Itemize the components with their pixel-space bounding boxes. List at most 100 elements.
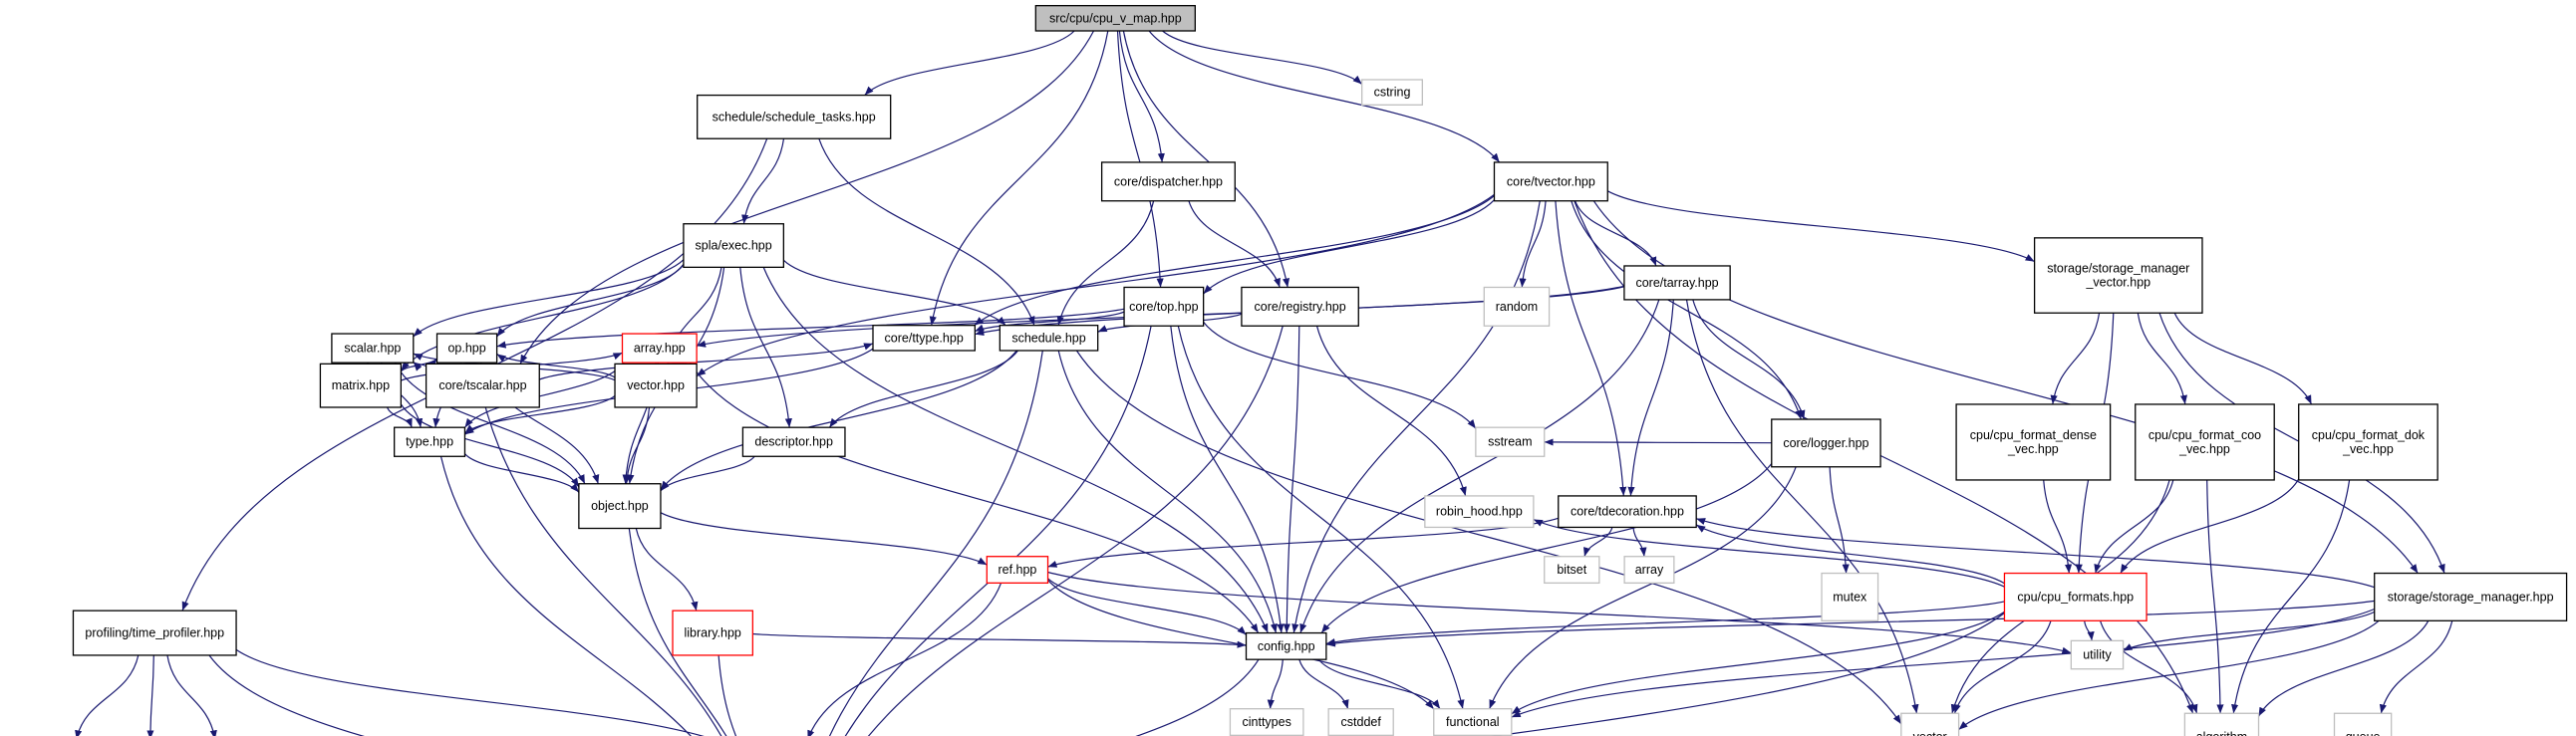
node-smv[interactable]: storage/storage_manager_vector.hpp [2033,237,2203,314]
node-box [1493,161,1608,202]
node-dense-vec[interactable]: cpu/cpu_format_dense_vec.hpp [1955,403,2112,481]
node-box [1955,403,2112,481]
node-label: scalar.hpp [344,342,401,356]
node-object[interactable]: object.hpp [578,483,662,530]
node-label: core/ttype.hpp [885,331,964,345]
edge-tvector-to-storage_manager [1592,200,2419,574]
node-box [1475,426,1546,457]
node-op[interactable]: op.hpp [435,333,498,364]
node-label: cpu/cpu_format_dense [1970,428,2097,442]
node-tarray[interactable]: core/tarray.hpp [1623,265,1731,301]
edge-library-to-config [752,632,1247,648]
edge-vector_hpp-to-type [464,394,616,434]
edge-ref-to-utility [1047,571,2072,654]
node-label: storage/storage_manager.hpp [2388,590,2554,604]
node-functional: functional [1433,708,1513,736]
node-label: _vector.hpp [2085,276,2150,290]
edge-tvector-to-vector_hpp [696,193,1495,377]
node-label: robin_hood.hpp [1436,505,1523,519]
node-label: config.hpp [1258,639,1315,653]
node-box [72,610,237,656]
node-label: cpu/cpu_formats.hpp [2017,590,2134,604]
node-storage-manager[interactable]: storage/storage_manager.hpp [2374,572,2568,621]
node-box [1245,631,1327,660]
edge-schedule-to-vector_std [1075,350,1902,725]
node-ref[interactable]: ref.hpp [986,556,1049,585]
node-type[interactable]: type.hpp [394,426,466,457]
node-logger[interactable]: core/logger.hpp [1771,418,1881,468]
node-label: schedule/schedule_tasks.hpp [713,110,876,123]
node-label: array.hpp [634,342,686,356]
node-box [2374,572,2568,621]
edge-descriptor-to-object [660,455,755,492]
node-schedule[interactable]: schedule.hpp [999,325,1099,352]
edge-tvector-to-config [1291,200,1541,633]
node-label: src/cpu/cpu_v_map.hpp [1049,11,1182,25]
node-library[interactable]: library.hpp [672,610,754,656]
edge-exec-to-matrix [400,264,685,371]
edge-config-to-functional [1317,658,1441,710]
edge-top-to-sstream [1203,322,1477,429]
edge-tarray-to-vector_std [1685,299,1919,714]
edge-time_profiler-to-string [208,654,366,736]
node-label: cstring [1374,86,1411,100]
node-coo-vec[interactable]: cpu/cpu_format_coo_vec.hpp [2135,403,2275,481]
node-box [1900,712,1960,736]
edge-top-to-string [844,326,1152,736]
node-exec[interactable]: spla/exec.hpp [683,223,785,269]
node-label: core/tdecoration.hpp [1571,505,1684,519]
node-label: storage/storage_manager [2047,262,2189,276]
edge-registry-to-robin_hood [1315,326,1467,497]
node-box [2183,712,2260,736]
node-cinttypes: cinttypes [1229,708,1304,736]
node-label: core/logger.hpp [1783,436,1868,450]
edge-cpu_formats-to-robin_hood [1533,518,2005,588]
edge-root-to-ttype [929,30,1109,326]
node-box [683,223,785,269]
edge-storage_manager-to-tdecoration [1696,518,2375,589]
edge-schedule_tasks-to-exec [741,138,785,224]
node-tscalar[interactable]: core/tscalar.hpp [425,363,540,408]
node-label: sstream [1488,435,1532,449]
node-dok-vec[interactable]: cpu/cpu_format_dok_vec.hpp [2298,403,2438,481]
node-box [1424,495,1535,529]
edge-smv-to-coo_vec [2137,313,2187,404]
edge-ref-to-config [1047,578,1247,635]
node-box [741,426,846,457]
edge-top-to-functional [1177,326,1465,709]
node-tvector[interactable]: core/tvector.hpp [1493,161,1608,202]
node-tdecoration[interactable]: core/tdecoration.hpp [1558,495,1697,529]
node-registry[interactable]: core/registry.hpp [1241,286,1359,327]
node-config[interactable]: config.hpp [1245,631,1327,660]
node-box [986,556,1049,585]
edge-storage_manager-to-algorithm [2257,620,2430,717]
node-matrix[interactable]: matrix.hpp [319,363,403,408]
node-box [2135,403,2275,481]
node-dispatcher[interactable]: core/dispatcher.hpp [1100,161,1236,202]
edge-op-to-string [474,362,722,736]
edge-registry-to-string [867,326,1284,736]
edge-time_profiler-to-map [166,654,217,736]
node-box [872,325,976,352]
node-box [1241,286,1359,327]
node-vector-hpp[interactable]: vector.hpp [614,363,698,408]
edge-tdecoration-to-array_std [1632,527,1647,557]
edge-matrix-to-object [400,403,580,488]
node-time-profiler[interactable]: profiling/time_profiler.hpp [72,610,237,656]
node-root[interactable]: src/cpu/cpu_v_map.hpp [1034,5,1196,32]
node-scalar[interactable]: scalar.hpp [331,333,415,364]
node-cstddef: cstddef [1327,708,1394,736]
node-top[interactable]: core/top.hpp [1123,286,1205,327]
node-descriptor[interactable]: descriptor.hpp [741,426,846,457]
edge-root-to-top [1116,30,1164,288]
node-random: random [1483,286,1551,327]
node-cpu-formats[interactable]: cpu/cpu_formats.hpp [2003,572,2147,621]
edge-tarray-to-logger [1692,299,1806,420]
node-array-hpp[interactable]: array.hpp [621,333,698,364]
edge-cpu_formats-to-vector_std [1953,620,2052,714]
node-label: core/dispatcher.hpp [1114,174,1223,188]
node-schedule-tasks[interactable]: schedule/schedule_tasks.hpp [697,94,892,139]
edge-registry-to-config [1283,326,1300,633]
node-ttype[interactable]: core/ttype.hpp [872,325,976,352]
edge-tvector-to-ttype [974,195,1495,327]
